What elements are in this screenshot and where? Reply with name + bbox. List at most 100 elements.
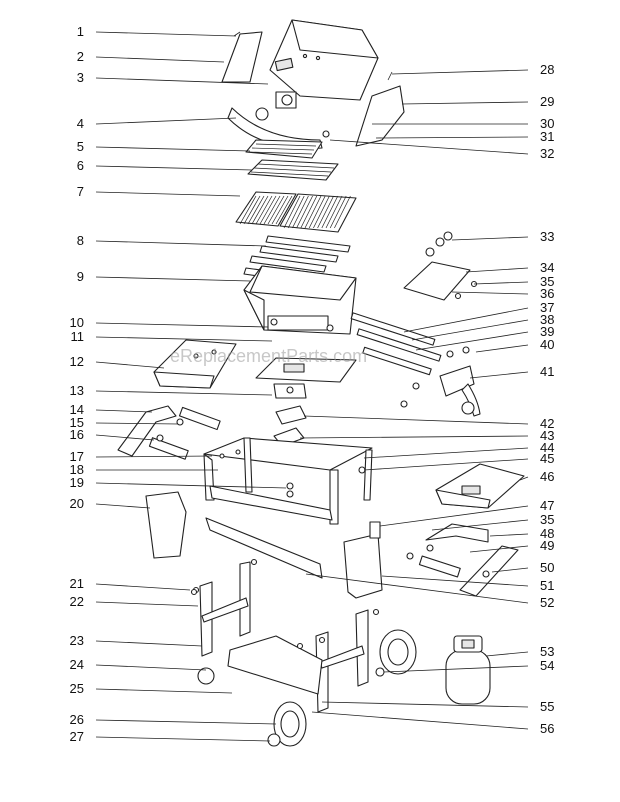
lid-part (269, 19, 379, 101)
leader-line (469, 371, 529, 379)
callout-left-14: 14 (70, 402, 153, 417)
leader-line (491, 567, 529, 573)
callout-left-22: 22 (70, 594, 199, 609)
part-number-label: 23 (70, 633, 84, 648)
leader-line (451, 291, 529, 295)
right-side-table-part (435, 463, 525, 509)
part-number-label: 29 (540, 94, 554, 109)
callout-right-15: 42 (303, 415, 554, 431)
leader-line (469, 545, 529, 553)
callout-right-3: 30 (372, 116, 554, 131)
leader-line (95, 77, 269, 85)
right-side-panel-part (343, 533, 383, 599)
callout-right-27: 53 (485, 644, 554, 659)
callout-left-17: 17 (70, 449, 213, 464)
leader-line (321, 701, 529, 708)
callout-right-29: 55 (321, 699, 554, 714)
callout-right-23: 49 (469, 538, 554, 553)
part-number-label: 32 (540, 146, 554, 161)
callout-right-14: 41 (469, 364, 554, 379)
part-number-label: 5 (77, 139, 84, 154)
callout-left-19: 19 (70, 475, 287, 490)
part-number-label: 11 (71, 329, 85, 344)
part-number-label: 39 (540, 324, 554, 339)
part-number-label: 20 (70, 496, 84, 511)
callout-left-18: 18 (70, 462, 218, 477)
callout-left-9: 9 (77, 269, 251, 284)
leader-line (95, 165, 253, 171)
part-number-label: 4 (77, 116, 84, 131)
part-number-label: 42 (540, 416, 554, 431)
part-number-label: 18 (70, 462, 84, 477)
callout-right-26: 52 (305, 573, 554, 610)
leader-line (415, 331, 529, 351)
callout-right-30: 56 (311, 711, 554, 736)
leader-line (403, 307, 529, 333)
part-number-label: 45 (540, 451, 554, 466)
part-number-label: 15 (70, 415, 84, 430)
part-number-label: 21 (70, 576, 84, 591)
callout-right-28: 54 (383, 658, 554, 673)
thermometer-part (255, 91, 297, 121)
callout-left-23: 23 (70, 633, 203, 648)
part-number-label: 17 (70, 449, 84, 464)
leader-line (485, 651, 529, 657)
left-side-panel-part (145, 491, 187, 559)
callout-left-15: 15 (70, 415, 179, 430)
part-number-label: 43 (540, 428, 554, 443)
leader-line (375, 136, 529, 139)
leader-line (95, 361, 165, 369)
callout-left-25: 25 (70, 681, 233, 696)
part-number-label: 34 (540, 260, 554, 275)
wheel-right-part (379, 629, 417, 675)
part-number-label: 40 (540, 337, 554, 352)
leader-line (95, 719, 277, 725)
callout-left-20: 20 (70, 496, 151, 511)
burner-tubes-part (350, 312, 442, 408)
leader-line (95, 276, 251, 282)
manifold-part (439, 346, 481, 417)
callout-right-4: 31 (375, 129, 554, 144)
callout-left-12: 12 (70, 354, 165, 369)
callout-left-10: 10 (70, 315, 269, 330)
left-end-cap-part (221, 31, 263, 83)
leader-line (95, 601, 199, 607)
leader-line (431, 519, 529, 531)
leader-line (381, 575, 529, 587)
callout-left-13: 13 (70, 383, 273, 398)
callout-right-10: 37 (403, 300, 554, 333)
callout-left-2: 2 (77, 49, 225, 64)
leader-line (95, 503, 151, 509)
part-number-label: 38 (540, 312, 554, 327)
callout-right-22: 48 (489, 526, 554, 541)
callout-left-6: 6 (77, 158, 253, 173)
part-number-label: 47 (540, 498, 554, 513)
leg-assembly-part (192, 558, 380, 713)
leader-line (475, 344, 529, 353)
part-number-label: 7 (77, 184, 84, 199)
part-number-label: 16 (70, 427, 84, 442)
callout-right-17: 44 (363, 440, 554, 459)
leader-line (411, 319, 529, 341)
callout-left-8: 8 (77, 233, 267, 248)
callout-left-21: 21 (70, 576, 191, 591)
control-panel-part (403, 231, 478, 301)
part-number-label: 36 (540, 286, 554, 301)
cookbox-part (243, 265, 357, 335)
watermark-text: eReplacementParts.com (170, 346, 367, 366)
callout-left-4: 4 (77, 116, 237, 131)
leader-line (95, 664, 207, 671)
callout-right-11: 38 (411, 312, 554, 341)
leader-line (383, 665, 529, 673)
part-number-label: 49 (540, 538, 554, 553)
part-number-label: 3 (77, 70, 84, 85)
part-number-label: 50 (540, 560, 554, 575)
callouts-left: 1234567891011121314151617181920212223242… (70, 24, 287, 744)
propane-tank-part (445, 635, 491, 705)
part-number-label: 55 (540, 699, 554, 714)
bottom-tray-part (255, 357, 357, 399)
callout-right-21: 35 (431, 512, 554, 531)
hubcap-part (267, 733, 281, 747)
callout-left-16: 16 (70, 427, 155, 442)
part-number-label: 44 (540, 440, 554, 455)
